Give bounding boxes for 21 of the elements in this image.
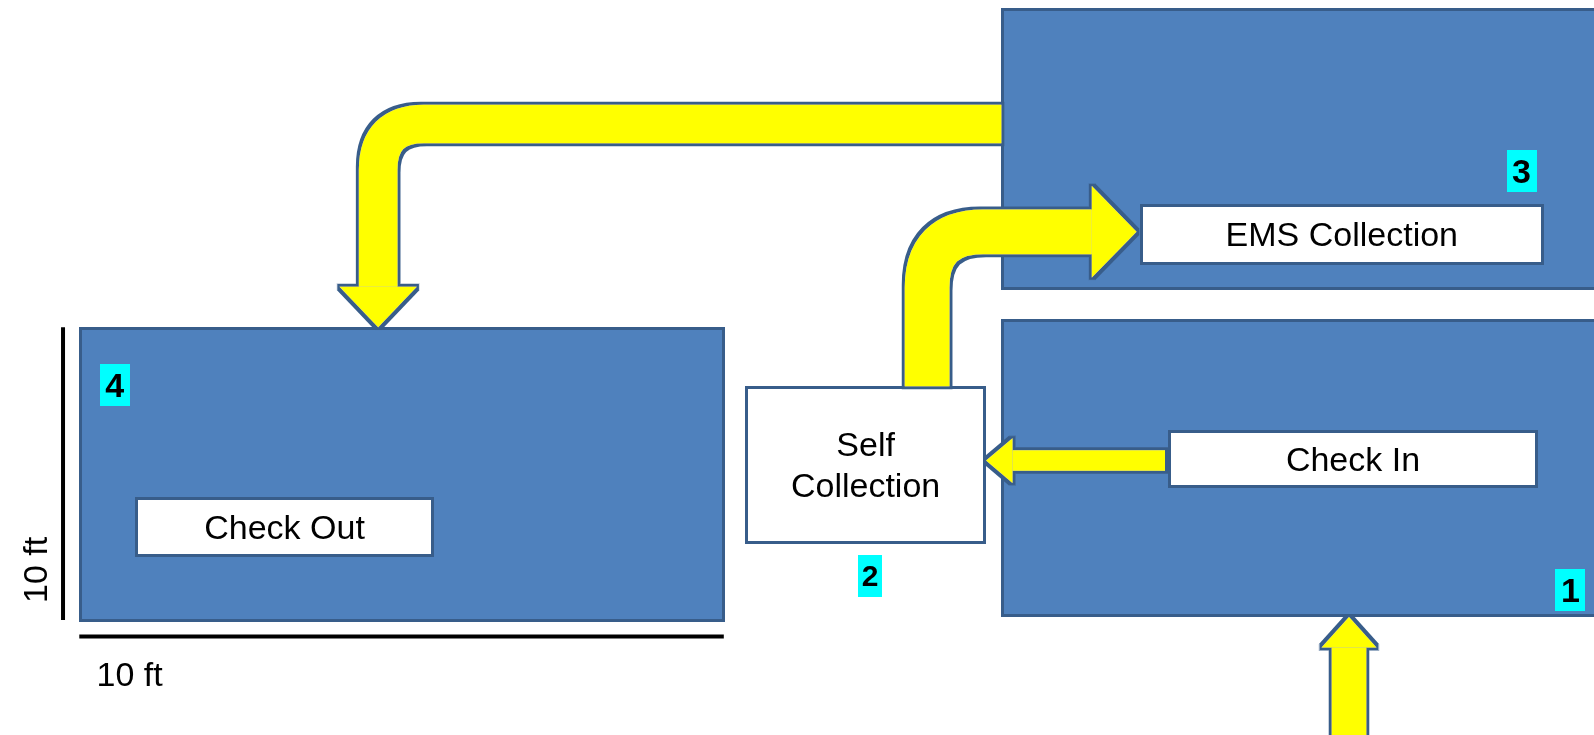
station-label: Check Out (203, 506, 366, 548)
station-box (1168, 429, 1538, 488)
station-box (1139, 204, 1545, 266)
station-label: Check In (1285, 438, 1421, 480)
area-number: 1 (1555, 569, 1586, 612)
area-number: 4 (99, 363, 130, 406)
flow-arrow (339, 104, 1002, 328)
room-area (1001, 319, 1594, 618)
station-box (135, 497, 434, 557)
dimension-label: 10 ft (16, 536, 56, 603)
area-number: 3 (1506, 150, 1537, 193)
flow-arrow (904, 186, 1137, 387)
station-label: Self Collection (789, 424, 942, 506)
area-number: 2 (858, 555, 882, 598)
room-area (79, 327, 725, 623)
flow-arrow (986, 438, 1165, 483)
station-box (745, 386, 987, 544)
dimension-label: 10 ft (96, 654, 163, 694)
flow-arrow (1321, 617, 1377, 735)
room-area (1001, 8, 1594, 290)
station-label: EMS Collection (1225, 214, 1459, 256)
